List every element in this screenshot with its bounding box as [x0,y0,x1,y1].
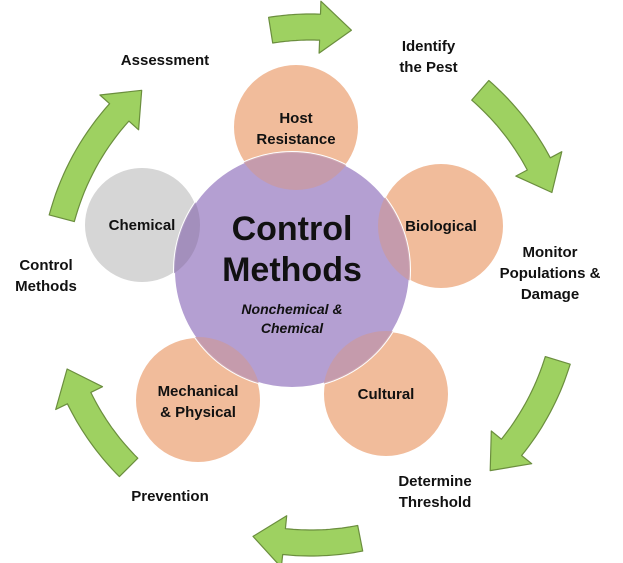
method-label-mechanical: Mechanical [158,383,239,400]
method-label-resistance: Resistance [256,131,335,148]
step-monitor-populations-damage: Monitor Populations & Damage [499,244,601,303]
cycle-arrow-upper-right-icon [471,79,563,194]
overlap-cultural [323,331,410,388]
center-subtitle-line2: Chemical [261,320,324,336]
diagram-text: Control Methods Nonchemical & Chemical H… [109,110,477,421]
center-subtitle-line1: Nonchemical & [241,301,342,317]
center-title-line1: Control [232,210,353,248]
step-prevention: Prevention [131,488,209,505]
cycle-arrow-bottom-icon [252,515,364,563]
cycle-arrow-lower-left-icon [55,368,139,478]
method-label-chemical: Chemical [109,217,176,234]
step-assessment: Assessment [120,52,210,69]
step-control-methods: Control Methods [15,257,77,295]
overlap-host-resistance [233,152,359,190]
cycle-arrow-top-icon [268,0,352,54]
center-title-line2: Methods [222,251,362,289]
cycle-arrow-lower-right-icon [489,356,571,472]
method-label-host: Host [279,110,312,127]
method-label-biological: Biological [405,218,477,235]
step-identify-the-pest: Identify the Pest [399,38,458,76]
method-label-cultural: Cultural [358,386,415,403]
step-determine-threshold: Determine Threshold [398,473,472,511]
cycle-arrow-upper-left-icon [48,89,143,223]
method-label-physical: & Physical [160,404,236,421]
overlap-mechanical-physical [174,337,261,388]
cycle-arrows [48,0,571,563]
